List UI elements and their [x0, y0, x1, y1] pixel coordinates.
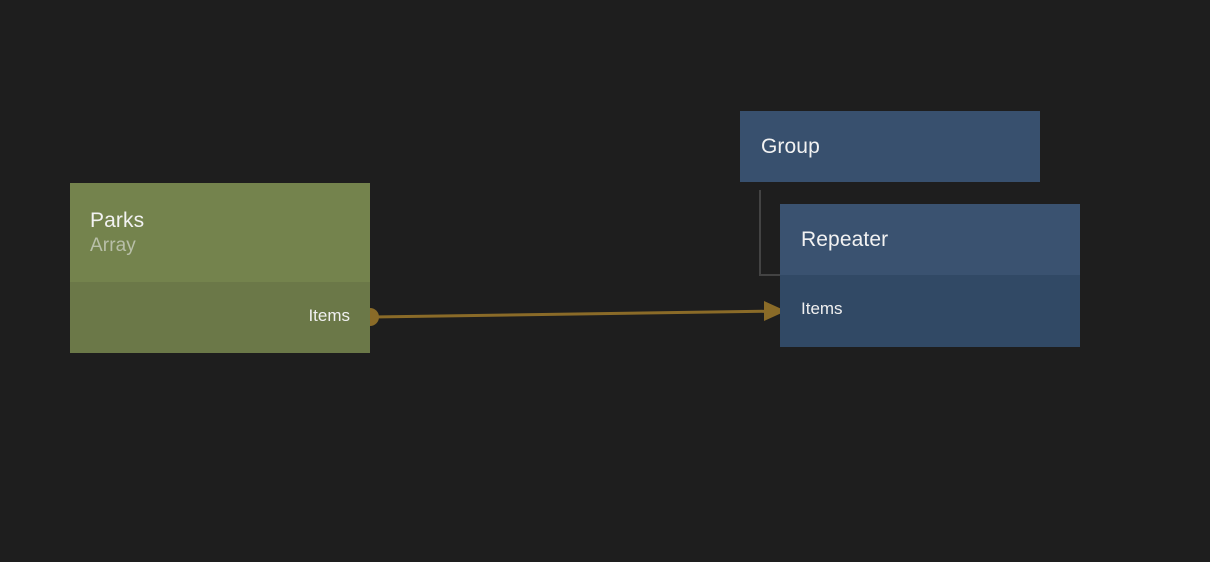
node-repeater[interactable]: Repeater Items: [780, 204, 1080, 347]
node-parks-subtitle: Array: [90, 234, 136, 256]
hierarchy-bracket-line: [759, 190, 783, 276]
node-parks-header[interactable]: Parks Array: [70, 183, 370, 282]
node-group[interactable]: Group: [740, 111, 1040, 182]
node-repeater-body: Items: [780, 275, 1080, 347]
node-group-header[interactable]: Group: [740, 111, 1040, 182]
node-parks-title: Parks: [90, 208, 145, 232]
port-label-repeater-items: Items: [801, 299, 843, 318]
node-parks[interactable]: Parks Array Items: [70, 183, 370, 353]
node-repeater-header[interactable]: Repeater: [780, 204, 1080, 275]
node-group-title: Group: [761, 134, 820, 158]
node-parks-body: Items: [70, 282, 370, 353]
port-row-repeater-items-input[interactable]: Items: [801, 299, 843, 319]
node-repeater-title: Repeater: [801, 227, 889, 251]
port-row-parks-items-output[interactable]: Items: [308, 306, 350, 326]
connection-wire-parks-items-to-repeater-items[interactable]: [369, 309, 785, 319]
port-label-parks-items: Items: [308, 306, 350, 325]
